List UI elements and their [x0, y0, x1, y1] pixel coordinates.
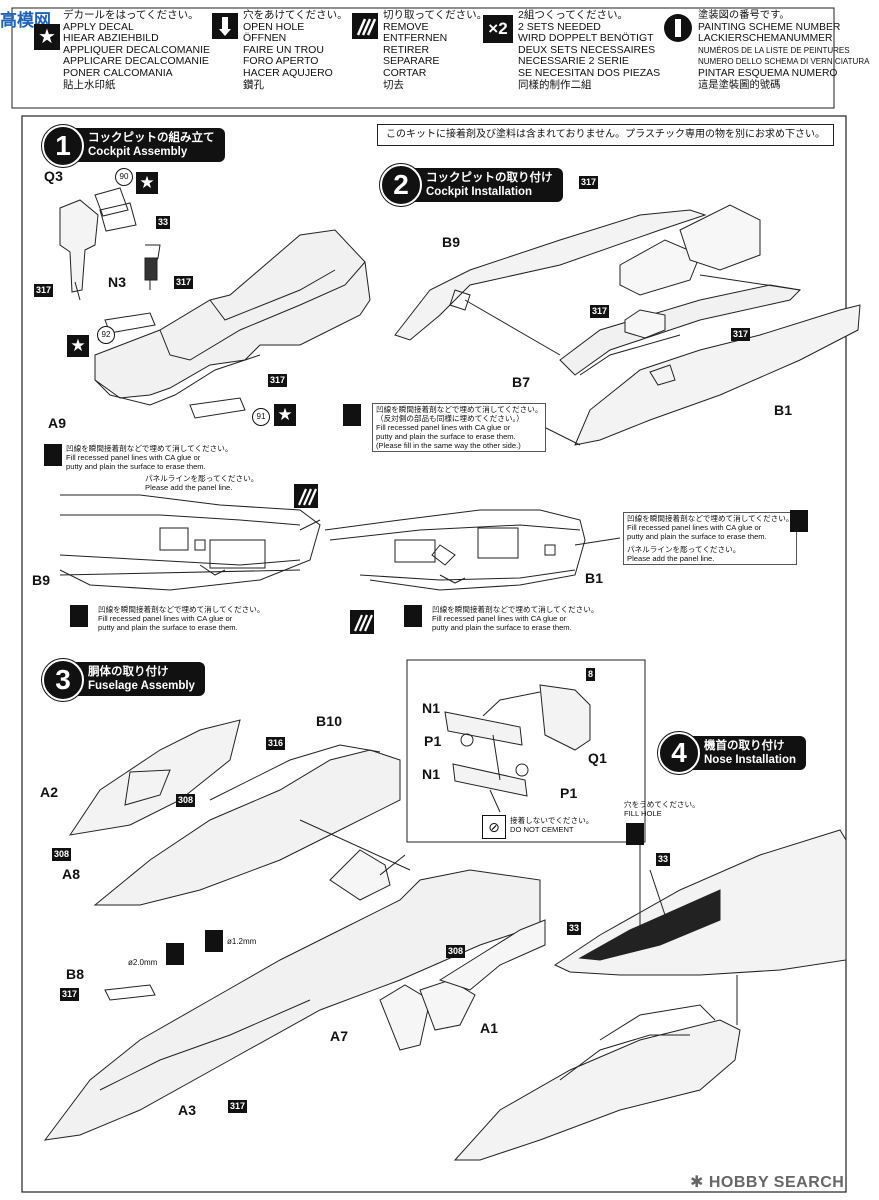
step-2-title-en: Cockpit Installation [426, 186, 533, 198]
decal-number: 91 [252, 408, 270, 426]
step-3-title-en: Fuselage Assembly [88, 680, 195, 692]
note-drill-2-0mm: ø2.0mm [128, 958, 158, 967]
step-1-number: 1 [42, 125, 84, 167]
step-4-title-jp: 機首の取り付け [704, 740, 785, 752]
fill-putty-icon [343, 404, 361, 426]
paint-tag-8: 8 [586, 668, 596, 681]
step-1-title-jp: コックピットの組み立て [88, 132, 215, 144]
paint-tag-33: 33 [567, 922, 582, 935]
part-label-a1: A1 [480, 1020, 499, 1036]
part-label-a8: A8 [62, 866, 81, 882]
part-label-n3: N3 [108, 274, 127, 290]
decal-star-icon: ★ [274, 404, 296, 426]
note-fill-panel-step2: 凹線を瞬間接着剤などで埋めて消してください。（反対側の部品も同様に埋めてください… [372, 403, 547, 452]
part-label-q1: Q1 [588, 750, 608, 766]
step-2-number: 2 [380, 164, 422, 206]
part-label-p1-right: P1 [560, 785, 578, 801]
note-add-panel-left: パネルラインを彫ってください。Please add the panel line… [145, 474, 259, 492]
paint-tag-316: 316 [266, 737, 286, 750]
part-label-b7: B7 [512, 374, 531, 390]
part-label-a3: A3 [178, 1102, 197, 1118]
drill-hole-icon [205, 930, 223, 952]
paint-tag-317: 317 [60, 988, 80, 1001]
decal-star-icon: ★ [67, 335, 89, 357]
no-glue-notice: このキットに接着剤及び塗料は含まれておりません。プラスチック専用の物を別にお求め… [377, 124, 834, 146]
times-two-icon: ×2 [483, 15, 513, 43]
paint-tag-308: 308 [446, 945, 466, 958]
part-label-b1-side: B1 [585, 570, 604, 586]
do-not-cement-icon: ⊘ [482, 815, 506, 839]
fill-hole-icon [626, 823, 644, 845]
paint-tag-317: 317 [579, 176, 599, 189]
paint-tag-317: 317 [731, 328, 751, 341]
part-label-p1-left: P1 [424, 733, 442, 749]
hobby-search-logo-icon: ✱ [690, 1174, 704, 1191]
part-label-n1-bottom: N1 [422, 766, 441, 782]
step-3-title-jp: 胴体の取り付け [88, 666, 169, 678]
paint-tag-308: 308 [52, 848, 72, 861]
note-fill-panel-left: 凹線を瞬間接着剤などで埋めて消してください。Fill recessed pane… [66, 444, 233, 471]
cut-remove-icon [294, 484, 318, 508]
fill-putty-icon [790, 510, 808, 532]
paint-tag-317: 317 [590, 305, 610, 318]
note-fill-panel-right: 凹線を瞬間接着剤などで埋めて消してください。Fill recessed pane… [623, 512, 798, 565]
step-4-number: 4 [658, 732, 700, 774]
note-do-not-cement: 接着しないでください。DO NOT CEMENT [510, 816, 594, 834]
note-fill-panel-bottom-right: 凹線を瞬間接着剤などで埋めて消してください。Fill recessed pane… [432, 605, 599, 632]
decal-star-icon: ★ [34, 24, 60, 50]
part-label-q3: Q3 [44, 168, 64, 184]
fill-putty-icon [404, 605, 422, 627]
note-fill-hole: 穴をうめてください。FILL HOLE [624, 800, 700, 818]
part-label-b9-side: B9 [32, 572, 51, 588]
part-label-b1-top: B1 [774, 402, 793, 418]
decal-number: 90 [115, 168, 133, 186]
fill-putty-icon [70, 605, 88, 627]
step-2-title-jp: コックピットの取り付け [426, 172, 553, 184]
paint-tag-317: 317 [228, 1100, 248, 1113]
part-label-a7: A7 [330, 1028, 349, 1044]
part-label-n1-top: N1 [422, 700, 441, 716]
paint-tag-33: 33 [656, 853, 671, 866]
part-label-a2: A2 [40, 784, 59, 800]
part-label-b10: B10 [316, 713, 343, 729]
note-drill-1-2mm: ø1.2mm [227, 937, 257, 946]
note-fill-panel-bottom: 凹線を瞬間接着剤などで埋めて消してください。Fill recessed pane… [98, 605, 265, 632]
times-two-icon-text: ×2 [488, 19, 508, 38]
paint-tag-33: 33 [156, 216, 171, 229]
paint-tag-308: 308 [176, 794, 196, 807]
hobby-search-watermark: ✱ HOBBY SEARCH [690, 1172, 844, 1192]
hobby-search-text: HOBBY SEARCH [708, 1174, 845, 1191]
paint-tag-317: 317 [174, 276, 194, 289]
fill-putty-icon [44, 444, 62, 466]
step-1-title-en: Cockpit Assembly [88, 146, 188, 158]
cut-remove-icon [350, 610, 374, 634]
part-label-b8: B8 [66, 966, 85, 982]
part-label-a9: A9 [48, 415, 67, 431]
step-3-number: 3 [42, 659, 84, 701]
paint-tag-317: 317 [34, 284, 54, 297]
cut-remove-icon [352, 13, 378, 39]
paint-scheme-icon [664, 14, 692, 42]
decal-number: 92 [97, 326, 115, 344]
drill-hole-icon [166, 943, 184, 965]
part-label-b9-top: B9 [442, 234, 461, 250]
drill-hole-icon [212, 13, 238, 39]
step-4-title-en: Nose Installation [704, 754, 797, 766]
paint-tag-317: 317 [268, 374, 288, 387]
decal-star-icon: ★ [136, 172, 158, 194]
